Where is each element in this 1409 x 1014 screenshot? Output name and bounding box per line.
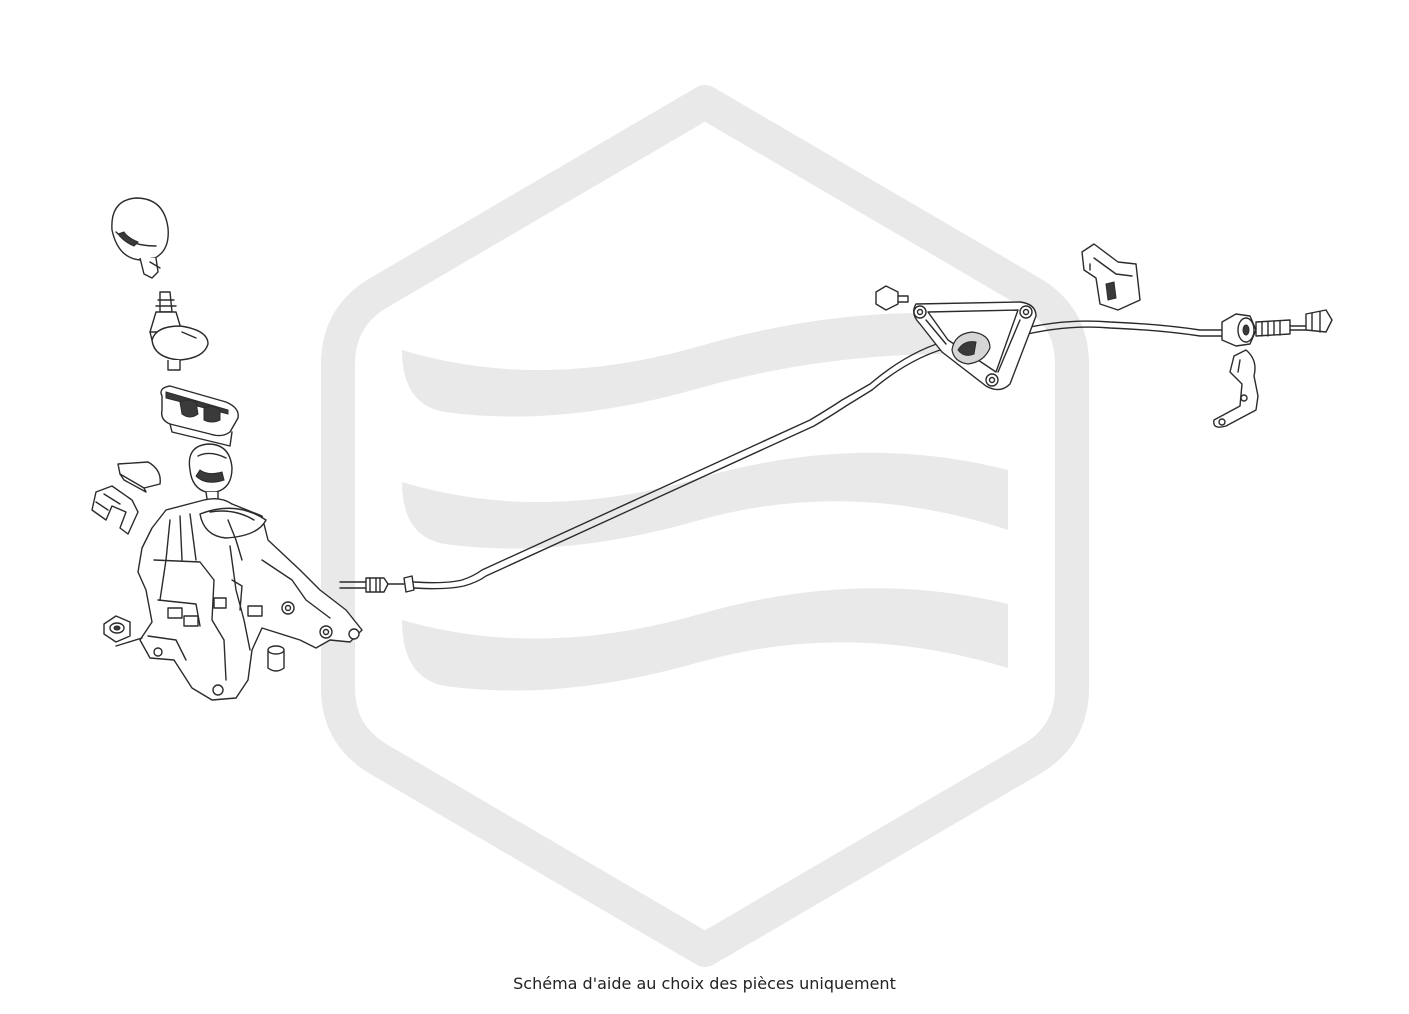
gear-lever-icon[interactable]: [188, 443, 233, 507]
sleeve-icon[interactable]: [267, 645, 285, 672]
retaining-clip-icon[interactable]: [1081, 243, 1141, 311]
nut-icon[interactable]: [103, 615, 143, 647]
bezel-icon[interactable]: [160, 385, 239, 447]
bracket-icon[interactable]: [913, 301, 1037, 391]
plate-icon[interactable]: [1213, 349, 1259, 428]
boot-icon[interactable]: [149, 291, 209, 371]
clip-icon[interactable]: [91, 485, 139, 535]
fitting-icon[interactable]: [1221, 309, 1333, 347]
diagram-caption: Schéma d'aide au choix des pièces unique…: [513, 974, 896, 993]
watermark-band-1: [402, 312, 1008, 417]
watermark-band-3: [402, 588, 1008, 691]
bolt-icon[interactable]: [875, 285, 909, 311]
cover-icon[interactable]: [117, 461, 161, 493]
watermark-hexagon: [321, 85, 1089, 967]
watermark-band-2: [402, 452, 1008, 549]
housing-icon[interactable]: [137, 497, 363, 701]
cable-icon[interactable]: [339, 320, 1223, 593]
knob-icon[interactable]: [111, 197, 169, 279]
